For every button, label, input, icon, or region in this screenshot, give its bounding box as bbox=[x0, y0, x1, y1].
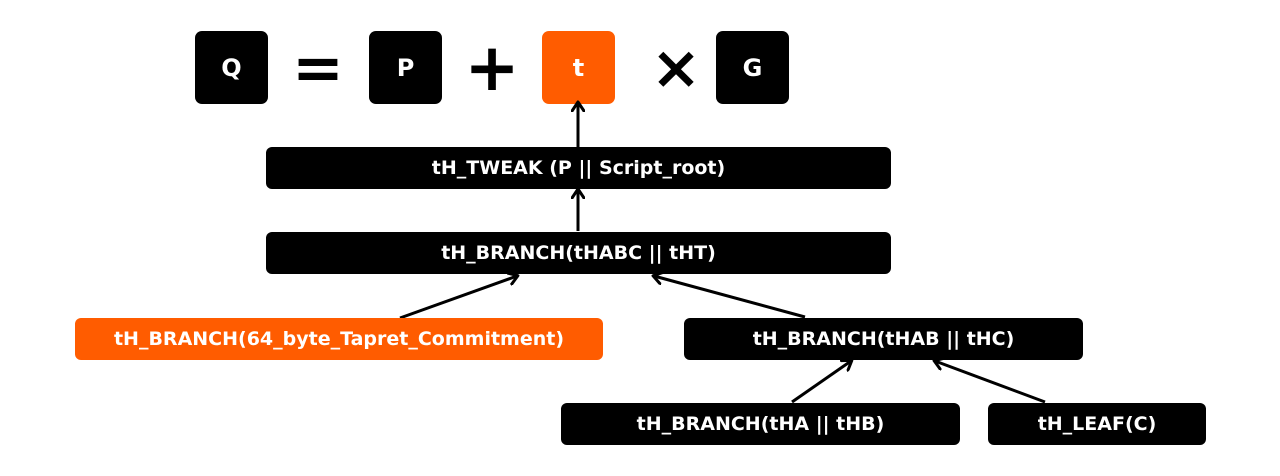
abc-branch-node: tH_BRANCH(tHAB || tHC) bbox=[684, 318, 1083, 360]
g-label: G bbox=[742, 53, 763, 82]
arrow-tapret-to-root bbox=[399, 276, 517, 320]
root-branch-node: tH_BRANCH(tHABC || tHT) bbox=[266, 232, 891, 274]
tapret-branch-node: tH_BRANCH(64_byte_Tapret_Commitment) bbox=[75, 318, 603, 360]
tweak-hash-node: tH_TWEAK (P || Script_root) bbox=[266, 147, 891, 189]
q-tile: Q bbox=[195, 31, 268, 104]
q-label: Q bbox=[221, 53, 242, 82]
t-label: t bbox=[572, 53, 585, 82]
leaf-c-node: tH_LEAF(C) bbox=[988, 403, 1206, 445]
p-label: P bbox=[396, 53, 415, 82]
arrow-ab-to-abc bbox=[791, 361, 851, 404]
arrow-c-to-abc bbox=[935, 361, 1046, 404]
p-tile: P bbox=[369, 31, 442, 104]
times-sign: × bbox=[650, 32, 702, 103]
ab-branch-node: tH_BRANCH(tHA || tHB) bbox=[561, 403, 960, 445]
plus-sign: + bbox=[464, 29, 520, 106]
g-tile: G bbox=[716, 31, 789, 104]
equals-sign: = bbox=[292, 31, 344, 104]
t-tile: t bbox=[542, 31, 615, 104]
arrow-abc-to-root bbox=[654, 276, 806, 319]
